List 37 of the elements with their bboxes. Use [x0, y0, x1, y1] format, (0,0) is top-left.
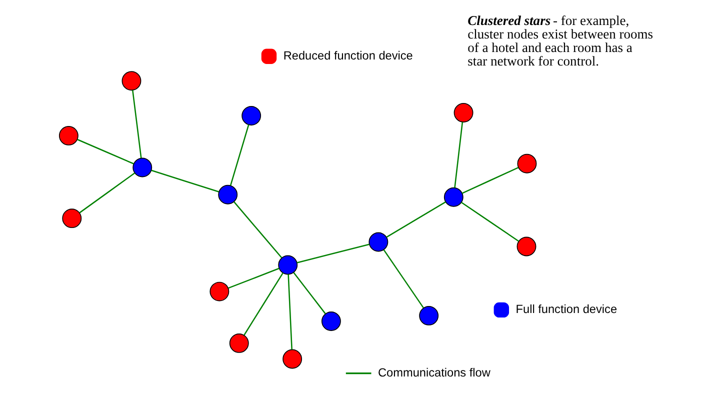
node-circle: [58, 126, 78, 146]
legend-label: Communications flow: [378, 365, 490, 380]
node-circle: [228, 333, 248, 353]
node-circle: [132, 158, 152, 178]
connector: [296, 244, 369, 264]
connector: [386, 201, 446, 238]
connector: [233, 202, 282, 258]
node-circle: [282, 349, 302, 369]
label: Clustered stars - for example, cluster nodes exist between rooms of a hotel and each room has a star network for control.: [467, 12, 653, 69]
node-circle: [209, 282, 229, 302]
connector: [76, 138, 134, 164]
node-circle: [453, 103, 473, 122]
legend-label: Reduced function device: [282, 48, 412, 63]
node-circle: [121, 71, 141, 91]
connector: [229, 124, 249, 186]
node-circle: [418, 306, 438, 326]
connector: [460, 202, 519, 242]
node-circle: [368, 232, 388, 252]
connector: [243, 272, 283, 336]
connector: [228, 268, 279, 289]
connector: [292, 272, 326, 314]
connector: [132, 90, 142, 158]
connector: [287, 274, 292, 350]
connector: [78, 172, 135, 214]
node-circle: [516, 154, 536, 174]
legend-label: Full function device: [515, 302, 617, 316]
node-circle: [241, 106, 261, 126]
connector: [454, 122, 463, 188]
node-circle: [443, 187, 463, 207]
node-circle: [62, 208, 82, 228]
node-circle: [278, 255, 298, 275]
node-circle: [516, 236, 536, 256]
connector: [150, 170, 218, 192]
node-circle: [320, 312, 340, 331]
connector: [382, 249, 424, 308]
node-circle: [218, 184, 238, 204]
connector: [461, 167, 518, 194]
